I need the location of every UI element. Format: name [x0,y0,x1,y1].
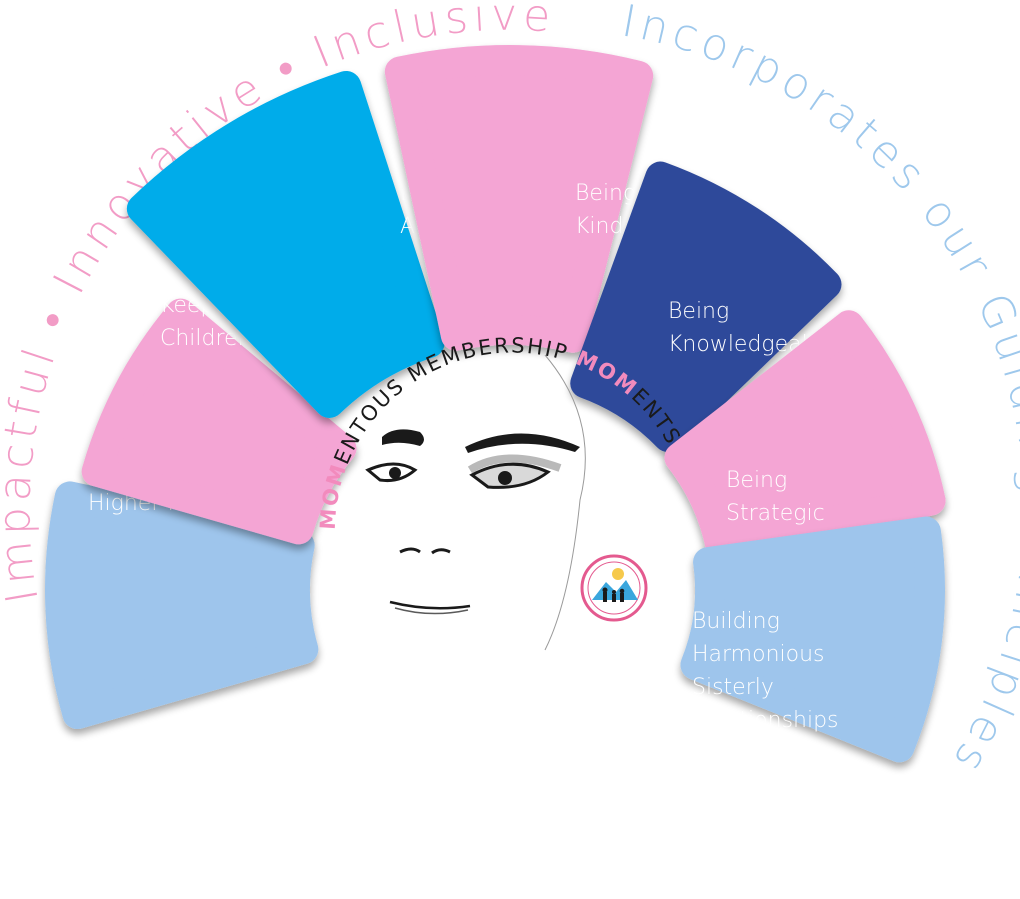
petals-group: Serving aHigher PurposeKeepingChildren F… [45,45,946,763]
petal-harmonious [680,516,945,763]
petal-kind-label-1: Being [575,181,636,206]
petal-strategic [664,310,946,561]
petal-knowledgeable-label-1: Being [668,299,729,324]
petal-knowledgeable [570,161,842,453]
petal-strategic-label-2: Strategic [726,501,825,526]
jack-and-jill-logo-icon [580,554,648,622]
petal-strategic-label-1: Being [726,468,787,493]
face-illustration-icon [365,354,586,651]
petal-harmonious-label-4: Relationships [692,708,839,733]
petal-kind-label-2: Kind [575,214,623,239]
petal-harmonious-label-1: Building [692,609,780,634]
petal-serving [45,481,319,730]
petal-children [81,298,357,545]
petal-harmonious-label-3: Sisterly [692,675,774,700]
petal-accountable [126,70,445,418]
petal-kind [384,45,654,353]
petal-harmonious-label-2: Harmonious [692,642,825,667]
